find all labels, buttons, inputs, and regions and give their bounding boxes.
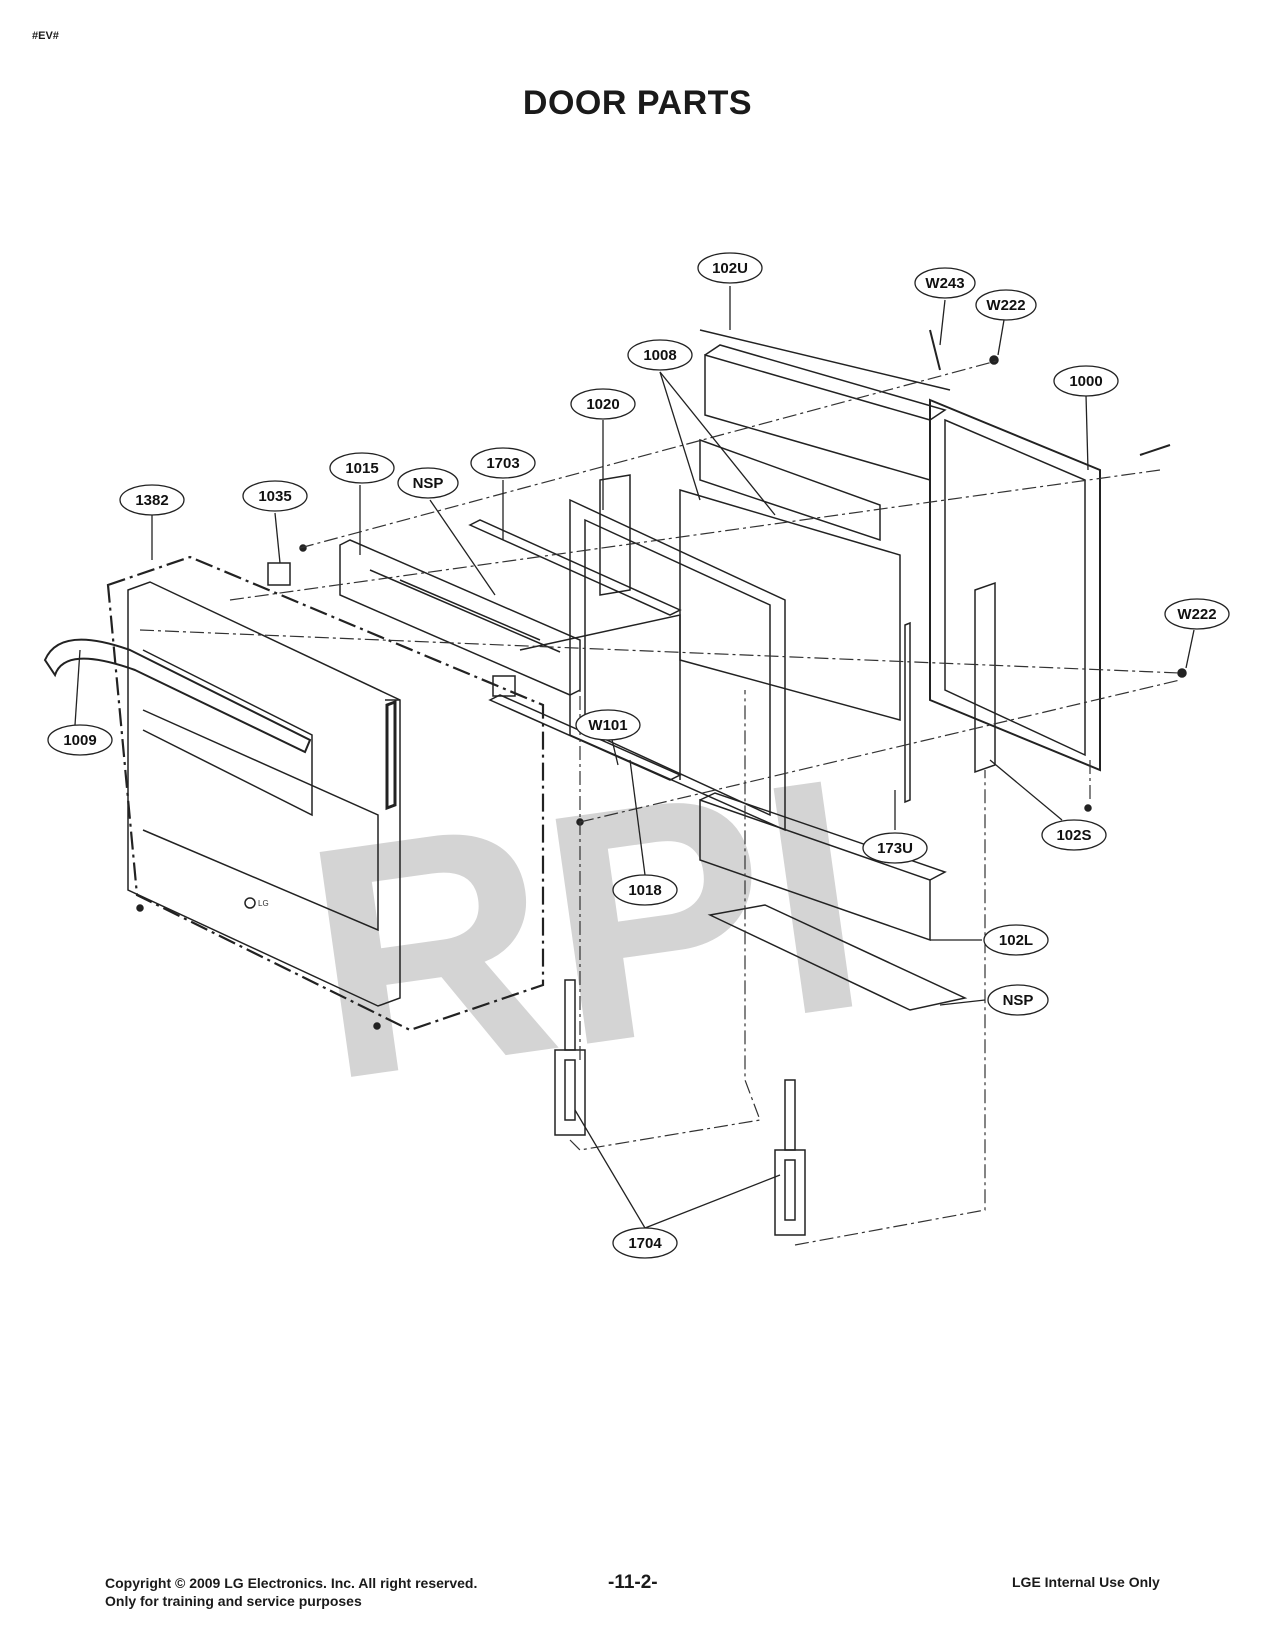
inner-frame — [339, 539, 581, 696]
callout-102u: 102U — [697, 252, 763, 284]
callout-label: 102U — [712, 260, 748, 277]
callout-1000: 1000 — [1053, 365, 1119, 397]
bracket-1703 — [468, 519, 682, 616]
callout-label: W222 — [986, 297, 1025, 314]
callout-102s: 102S — [1041, 819, 1107, 851]
callout-label: 1009 — [63, 732, 96, 749]
page-title: DOOR PARTS — [522, 84, 753, 122]
callout-label: W101 — [588, 717, 627, 734]
callout-label: 1704 — [628, 1235, 662, 1252]
door-hinge-right — [774, 1079, 806, 1236]
callout-w222: W222 — [975, 289, 1037, 321]
callout-label: 1000 — [1069, 373, 1102, 390]
callout-102l: 102L — [983, 924, 1049, 956]
callout-1009: 1009 — [47, 724, 113, 756]
callout-w222-lower: W222 — [1164, 598, 1230, 630]
callout-nsp-lower: NSP — [987, 984, 1049, 1016]
callout-label: 102L — [999, 932, 1033, 949]
callout-w101: W101 — [575, 709, 641, 741]
gasket-strip — [904, 621, 911, 804]
callout-label: 1018 — [628, 882, 661, 899]
rear-panel — [929, 398, 1101, 772]
door-hinge-left — [554, 979, 586, 1136]
callout-label: 173U — [877, 840, 913, 857]
callout-label: 1382 — [135, 492, 168, 509]
callout-1018: 1018 — [612, 874, 678, 906]
door-handle — [43, 638, 312, 754]
callout-label: 102S — [1056, 827, 1091, 844]
callout-w243: W243 — [914, 267, 976, 299]
nsp-sheet — [707, 904, 968, 1011]
callout-1020: 1020 — [570, 388, 636, 420]
callout-label: NSP — [413, 475, 444, 492]
callout-1008: 1008 — [627, 339, 693, 371]
callout-label: 1703 — [486, 455, 519, 472]
callout-1015: 1015 — [329, 452, 395, 484]
internal-use-label: LGE Internal Use Only — [1012, 1574, 1160, 1590]
insulation-upper — [704, 354, 931, 481]
glass-panel-1008 — [679, 488, 901, 721]
svg-text:LG: LG — [258, 899, 269, 908]
callout-label: 1015 — [345, 460, 378, 477]
copyright-text: Copyright © 2009 LG Electronics. Inc. Al… — [105, 1575, 478, 1591]
callout-1704: 1704 — [612, 1227, 678, 1259]
callout-1382: 1382 — [119, 484, 185, 516]
callout-173u: 173U — [862, 832, 928, 864]
callout-label: 1035 — [258, 488, 291, 505]
callout-label: W222 — [1177, 606, 1216, 623]
callout-label: 1008 — [643, 347, 676, 364]
callout-label: W243 — [925, 275, 964, 292]
usage-text: Only for training and service purposes — [105, 1593, 362, 1609]
hinge-bracket — [267, 562, 291, 586]
insulation-side — [974, 581, 996, 774]
page-number: -11-2- — [608, 1572, 658, 1593]
footer-copyright-block: Copyright © 2009 LG Electronics. Inc. Al… — [105, 1574, 477, 1610]
alignment-lines — [139, 359, 1181, 1246]
callout-nsp-upper: NSP — [397, 467, 459, 499]
callout-label: 1020 — [586, 396, 619, 413]
callout-1703: 1703 — [470, 447, 536, 479]
callout-1035: 1035 — [242, 480, 308, 512]
callout-label: NSP — [1003, 992, 1034, 1009]
front-door-panel: LG — [127, 581, 401, 1007]
page-code: #EV# — [32, 30, 59, 42]
leader-lines — [74, 286, 1195, 1229]
